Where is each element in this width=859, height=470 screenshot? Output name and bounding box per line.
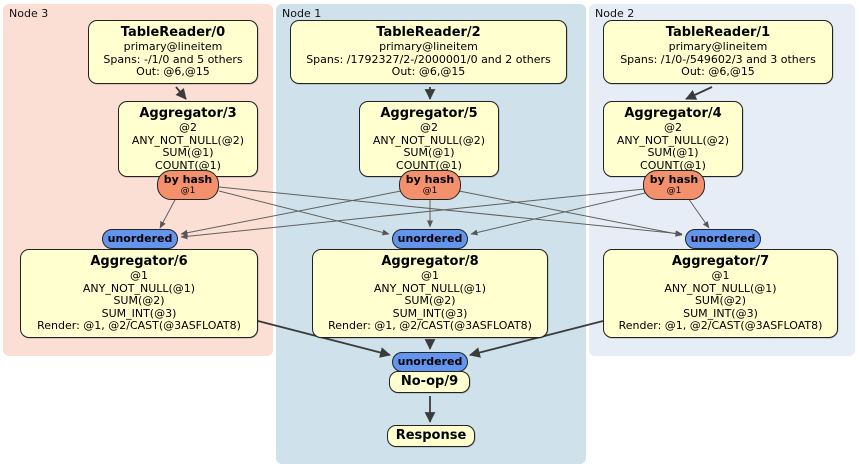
edge-hash2-sync3 — [180, 188, 646, 240]
edge-hash3-sync2 — [218, 186, 683, 237]
agg-render: Render: @1, @2/CAST(@3ASFLOAT8) — [37, 319, 241, 333]
agg-group: @1 — [711, 269, 730, 282]
processor-title: Aggregator/8 — [381, 254, 479, 269]
processor-spans: Spans: -/1/0 and 5 others — [103, 52, 243, 66]
edge-hash2-sync1 — [470, 192, 646, 236]
aggregator-8-box: Aggregator/8 @1 ANY_NOT_NULL(@1) SUM(@2)… — [312, 249, 548, 338]
agg-func: ANY_NOT_NULL(@1) — [664, 281, 777, 295]
agg-group: @1 — [421, 269, 439, 282]
sync-label: unordered — [397, 355, 463, 368]
response-box: Response — [387, 425, 475, 447]
processor-title: TableReader/0 — [120, 25, 226, 40]
by-hash-router-node3: by hash @1 — [157, 170, 219, 200]
aggregator-6-box: Aggregator/6 @1 ANY_NOT_NULL(@1) SUM(@2)… — [20, 249, 258, 338]
processor-out: Out: @6,@15 — [681, 65, 755, 79]
processor-spans: Spans: /1792327/2-/2000001/0 and 2 other… — [306, 52, 551, 66]
unordered-sync-final: unordered — [392, 352, 468, 372]
router-detail: @1 — [666, 186, 682, 196]
agg-func: SUM(@1) — [162, 146, 214, 160]
processor-title: Aggregator/5 — [380, 106, 478, 121]
agg-func: ANY_NOT_NULL(@1) — [373, 281, 487, 295]
agg-group: @2 — [420, 121, 438, 134]
unordered-sync-node2: unordered — [685, 229, 761, 249]
aggregator-3-box: Aggregator/3 @2 ANY_NOT_NULL(@2) SUM(@1)… — [118, 101, 258, 178]
unordered-sync-node1: unordered — [392, 229, 468, 249]
unordered-sync-node3: unordered — [102, 229, 178, 249]
processor-index: primary@lineitem — [379, 40, 478, 53]
agg-render: Render: @1, @2/CAST(@3ASFLOAT8) — [328, 319, 532, 333]
processor-title: No-op/9 — [400, 374, 459, 389]
agg-group: @2 — [664, 121, 682, 134]
processor-title: Aggregator/4 — [624, 106, 722, 121]
edge-hash1-sync2 — [458, 190, 683, 237]
edge-hash3-sync1 — [218, 190, 390, 236]
processor-title: Aggregator/3 — [139, 106, 237, 121]
by-hash-router-node2: by hash @1 — [643, 170, 705, 200]
router-label: by hash — [649, 173, 699, 186]
agg-func: COUNT(@1) — [396, 158, 462, 172]
agg-func: SUM(@1) — [403, 146, 455, 160]
processor-title: Aggregator/6 — [90, 254, 188, 269]
processor-title: Aggregator/7 — [671, 254, 770, 269]
processor-title: TableReader/2 — [376, 25, 481, 40]
agg-func: ANY_NOT_NULL(@2) — [131, 133, 245, 147]
agg-group: @2 — [179, 121, 197, 134]
processor-spans: Spans: /1/0-/549602/3 and 3 others — [620, 52, 816, 66]
tablereader-1-box: TableReader/1 primary@lineitem Spans: /1… — [603, 20, 833, 84]
tablereader-2-box: TableReader/2 primary@lineitem Spans: /1… — [290, 20, 567, 84]
sync-label: unordered — [690, 232, 756, 245]
processor-title: TableReader/1 — [665, 25, 771, 40]
router-detail: @1 — [180, 186, 196, 196]
processor-title: Response — [395, 428, 467, 443]
agg-render: Render: @1, @2/CAST(@3ASFLOAT8) — [618, 319, 823, 333]
processor-index: primary@lineitem — [668, 40, 768, 53]
agg-func: SUM_INT(@3) — [101, 306, 177, 320]
tablereader-0-box: TableReader/0 primary@lineitem Spans: -/… — [88, 20, 258, 84]
processor-index: primary@lineitem — [123, 40, 223, 53]
router-label: by hash — [163, 173, 213, 186]
node-1-label: Node 1 — [282, 7, 322, 20]
node-2-label: Node 2 — [595, 7, 635, 20]
sync-label: unordered — [107, 232, 173, 245]
processor-out: Out: @6,@15 — [136, 65, 210, 79]
agg-func: ANY_NOT_NULL(@1) — [82, 281, 196, 295]
aggregator-5-box: Aggregator/5 @2 ANY_NOT_NULL(@2) SUM(@1)… — [359, 101, 499, 178]
agg-func: COUNT(@1) — [155, 158, 221, 172]
by-hash-router-node1: by hash @1 — [399, 170, 461, 200]
agg-func: SUM(@2) — [113, 294, 165, 308]
agg-func: SUM(@2) — [404, 294, 456, 308]
edge-tr0-agg3 — [175, 86, 187, 100]
edge-hash3-sync3 — [159, 197, 177, 229]
agg-func: SUM_INT(@3) — [683, 306, 758, 320]
router-detail: @1 — [422, 186, 438, 196]
agg-func: COUNT(@1) — [640, 158, 706, 172]
router-label: by hash — [405, 173, 455, 186]
edge-tr1-agg4 — [685, 86, 713, 100]
aggregator-7-box: Aggregator/7 @1 ANY_NOT_NULL(@1) SUM(@2)… — [603, 249, 838, 338]
processor-out: Out: @6,@15 — [391, 65, 466, 79]
agg-func: SUM_INT(@3) — [392, 306, 468, 320]
edge-hash1-sync3 — [180, 190, 402, 236]
agg-group: @1 — [130, 269, 148, 282]
edge-agg7-final-sync — [469, 320, 604, 358]
edge-hash2-sync2 — [687, 197, 710, 229]
noop-9-box: No-op/9 — [389, 371, 470, 393]
agg-func: SUM(@1) — [647, 146, 699, 160]
edge-agg6-final-sync — [257, 320, 391, 358]
agg-func: SUM(@2) — [694, 294, 747, 308]
agg-func: ANY_NOT_NULL(@2) — [372, 133, 486, 147]
agg-func: ANY_NOT_NULL(@2) — [616, 133, 730, 147]
sync-label: unordered — [397, 232, 463, 245]
node-3-label: Node 3 — [9, 7, 49, 20]
aggregator-4-box: Aggregator/4 @2 ANY_NOT_NULL(@2) SUM(@1)… — [603, 101, 743, 178]
